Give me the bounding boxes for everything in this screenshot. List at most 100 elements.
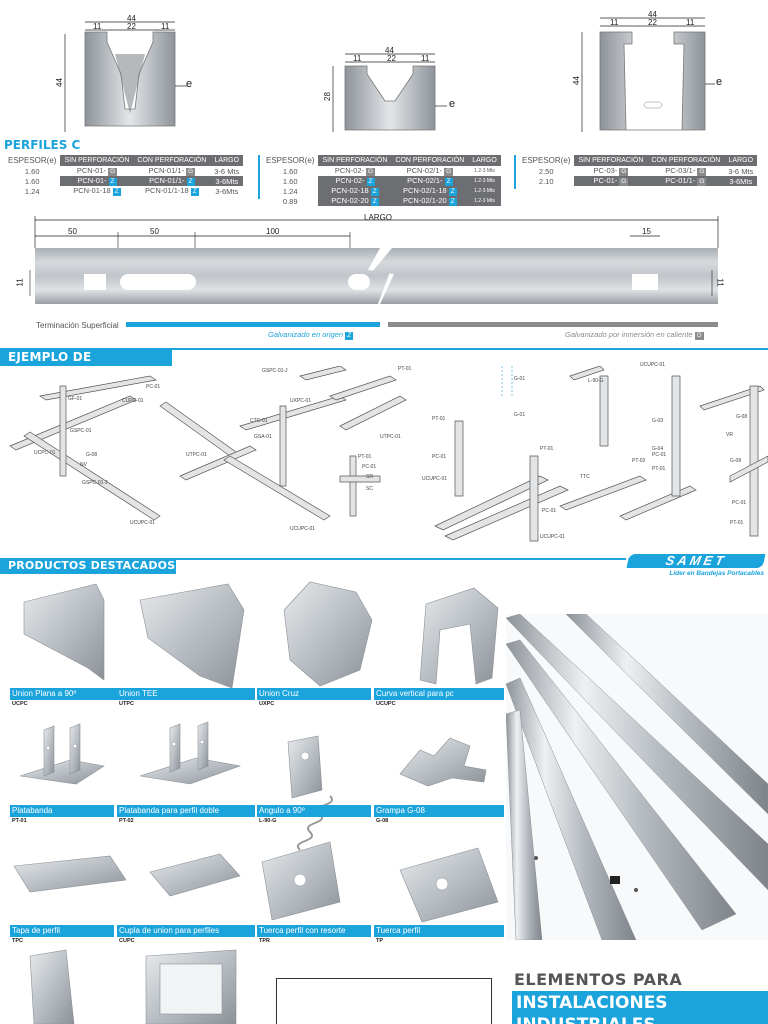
- install-label: UTPC-01: [186, 452, 207, 458]
- th-con: CON PERFORACIÓN: [647, 155, 725, 166]
- table-row: 2.50 PC-03-G PC-03/1-G 3-6 Mts: [518, 166, 757, 176]
- product-code: TPC: [12, 938, 23, 944]
- install-label: PT-01: [540, 446, 554, 452]
- cell-largo: 3-6Mts: [215, 186, 239, 196]
- profile-1-inner: 22: [127, 22, 136, 31]
- profile-2: 44 11 22 11 28 e: [323, 46, 465, 136]
- cell-esp: 1.24: [24, 186, 40, 196]
- spec-table-1: ESPESOR(e) SIN PERFORACIÓN CON PERFORACI…: [4, 155, 244, 196]
- product-images: [0, 580, 510, 1024]
- product-code: PT-01: [12, 818, 27, 824]
- brand-name: SAMET: [626, 553, 766, 568]
- table-row: 1.60 PCN-02-Z PCN-02/1-Z 1.2-3 Mts: [262, 176, 501, 186]
- th-con: CON PERFORACIÓN: [391, 155, 469, 166]
- profiles-photo-drawing: [506, 614, 768, 940]
- install-label: UCUPC-01: [290, 526, 316, 532]
- product-label: Angulo a 90º: [257, 805, 371, 817]
- profile-2-side-left: 11: [353, 54, 362, 63]
- install-label: L-90-G: [588, 378, 604, 384]
- cell-con: PCN-02/1-Z: [391, 176, 469, 186]
- brand-tagline: Lider en Bandejas Portacables: [669, 570, 764, 577]
- install-label: PC-01: [146, 384, 161, 390]
- th-espesor: ESPESOR(e): [8, 156, 57, 165]
- product-label: Grampa G-08: [374, 805, 504, 817]
- cell-largo: 3-6 Mts: [728, 166, 754, 176]
- profile-3-height: 44: [571, 76, 581, 85]
- dim-height-left: 11: [15, 278, 25, 287]
- install-label: G-08: [736, 414, 748, 420]
- th-espesor: ESPESOR(e): [266, 156, 315, 165]
- install-label: PC-01: [362, 464, 377, 470]
- profile-2-inner: 22: [387, 54, 396, 63]
- ejemplo-title: EJEMPLO DE INSTALACIONES: [0, 348, 172, 382]
- install-label: PC-01: [542, 508, 557, 514]
- install-label: GF-01: [68, 396, 83, 402]
- table-row: 1.60 PCN-02-G PCN-02/1-G 1.2-3 Mts: [262, 166, 501, 176]
- install-label: G-08: [86, 452, 98, 458]
- cell-con: PCN-02/1-G: [406, 166, 454, 176]
- cell-largo: 3-6Mts: [210, 176, 244, 186]
- install-label: UCUPC-01: [640, 362, 666, 368]
- cell-con: PC-01/1-G: [647, 176, 725, 186]
- cell-esp: 0.89: [282, 196, 298, 206]
- product-label: Tuerca perfil: [374, 925, 504, 937]
- product-code: G-08: [376, 818, 389, 824]
- install-label: UCUPC-01: [130, 520, 156, 526]
- install-label: PC-01: [652, 452, 667, 458]
- installation-diagram: GSPC-01-J PT-01 PC-01 UXPC-01 GF-01 CUPC…: [0, 362, 768, 548]
- install-label: CUPC-01: [122, 398, 144, 404]
- install-label: UTPC-01: [380, 434, 401, 440]
- cell-sin: PCN-02-Z: [318, 176, 392, 186]
- install-label: PT-01: [398, 366, 412, 372]
- th-con: CON PERFORACIÓN: [133, 155, 211, 166]
- install-label: NV: [80, 462, 87, 468]
- product-code: UTPC: [119, 701, 134, 707]
- empty-frame: [276, 978, 492, 1024]
- cell-sin: PC-01-G: [574, 176, 648, 186]
- productos-rule: [176, 558, 626, 560]
- product-label: Union TEE: [117, 688, 255, 700]
- table-row: 1.60 PCN-01-G PCN-01/1-G 3-6 Mts: [4, 166, 243, 176]
- install-label: PT-01: [730, 520, 744, 526]
- long-profile: LARGO 50 50 100 15 11 11 Terminación Sup…: [0, 212, 768, 342]
- cell-esp: 1.60: [24, 176, 40, 186]
- brand-logo: SAMET Lider en Bandejas Portacables: [626, 553, 766, 580]
- install-label: G-01: [514, 376, 526, 382]
- terminacion-label: Terminación Superficial: [36, 321, 119, 330]
- th-sin: SIN PERFORACIÓN: [318, 155, 392, 166]
- product-label: Platabanda para perfil doble: [117, 805, 255, 817]
- perfiles-title: PERFILES C: [4, 138, 81, 152]
- profile-3-side-left: 11: [610, 18, 619, 27]
- th-largo: LARGO: [210, 155, 244, 166]
- product-code: TP: [376, 938, 384, 944]
- product-code: UCPC: [12, 701, 28, 707]
- cell-esp: 2.50: [538, 166, 554, 176]
- profile-3-side-right: 11: [686, 18, 695, 27]
- install-label: UCUPC-01: [422, 476, 448, 482]
- product-label: Cupla de union para perfiles: [117, 925, 255, 937]
- install-label: UXPC-01: [290, 398, 312, 404]
- dim-15: 15: [642, 227, 651, 236]
- cell-largo: 3-6 Mts: [214, 166, 240, 176]
- th-espesor: ESPESOR(e): [522, 156, 571, 165]
- installation-drawing: [9, 365, 768, 542]
- table-divider: [258, 155, 260, 199]
- profile-3-drawing: [581, 17, 715, 132]
- dim-height-right: 11: [715, 278, 725, 287]
- cell-esp: 2.10: [538, 176, 554, 186]
- install-label: PT-01: [652, 466, 666, 472]
- product-label: Tuerca perfil con resorte: [257, 925, 371, 937]
- profile-3-thickness: e: [716, 76, 723, 88]
- install-label: UCPC-01: [34, 450, 56, 456]
- product-code: CUPC: [119, 938, 135, 944]
- product-code: L-90-G: [259, 818, 277, 824]
